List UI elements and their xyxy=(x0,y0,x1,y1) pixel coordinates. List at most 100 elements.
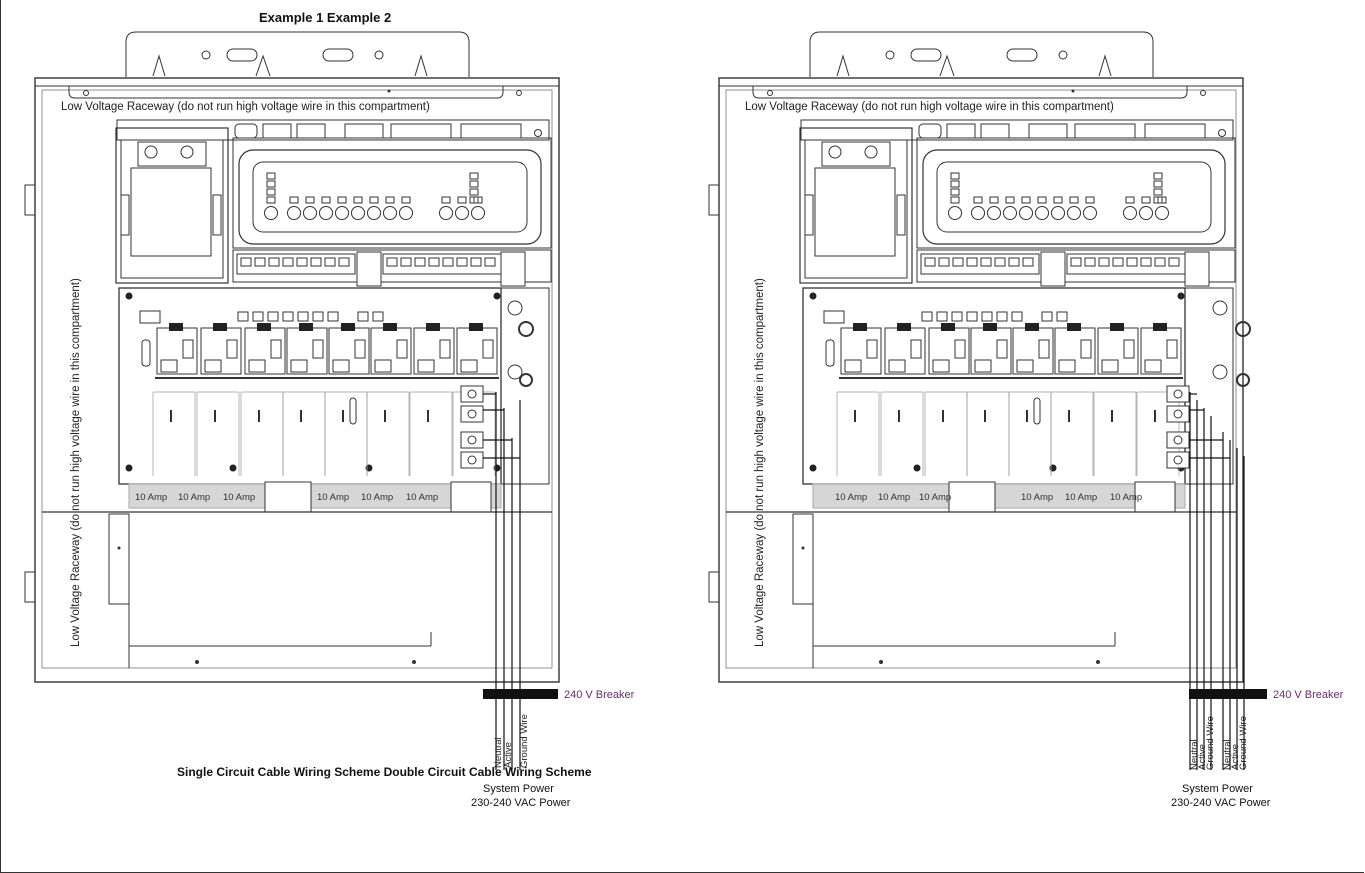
button-icon xyxy=(1035,206,1049,220)
indicator-led xyxy=(469,172,479,180)
button-icon xyxy=(1083,206,1097,220)
relay-switch xyxy=(482,339,494,359)
indicator-led xyxy=(401,196,411,204)
screw-icon xyxy=(1071,89,1075,93)
fuse-led xyxy=(921,311,933,322)
terminal-screw xyxy=(924,257,936,267)
connector-port xyxy=(1144,123,1206,139)
screw-icon xyxy=(83,90,89,96)
relay-latch xyxy=(897,323,911,331)
keyhole-2 xyxy=(255,54,271,77)
terminal-screw-icon xyxy=(1173,435,1183,445)
terminal-screw xyxy=(1168,257,1180,267)
fuse-led xyxy=(951,311,963,322)
indicator-led xyxy=(266,180,276,188)
indicator-led xyxy=(469,180,479,188)
wire-label-4: Neutral xyxy=(1222,739,1233,770)
button-icon xyxy=(399,206,413,220)
indicator-led xyxy=(321,196,331,204)
terminal-screw xyxy=(952,257,964,267)
terminal-screw-icon xyxy=(1173,409,1183,419)
relay-terminal xyxy=(932,359,950,373)
power-terminal xyxy=(460,385,484,403)
wire-label-3: Ground Wire xyxy=(1205,716,1216,770)
power-terminal xyxy=(1166,451,1190,469)
system-power-label-2: System Power xyxy=(1182,783,1253,795)
fuse-led xyxy=(1056,311,1068,322)
button-icon xyxy=(351,206,365,220)
wire-label-5: Active xyxy=(1230,744,1241,770)
terminal-icon xyxy=(180,145,194,159)
terminal-screw xyxy=(324,257,336,267)
strip-clip xyxy=(948,481,996,513)
transformer-tab xyxy=(120,194,130,236)
terminal-screw xyxy=(994,257,1006,267)
indicator-led xyxy=(1153,188,1163,196)
mount-slot xyxy=(1006,48,1038,62)
breaker-label: 240 V Breaker xyxy=(1273,689,1344,701)
button-icon xyxy=(439,206,453,220)
screw-icon xyxy=(387,89,391,93)
wire-label-6: Ground Wire xyxy=(1238,716,1249,770)
relay-switch xyxy=(1123,339,1135,359)
relay-latch xyxy=(426,323,440,331)
connector-port xyxy=(460,123,522,139)
relay-switch xyxy=(396,339,408,359)
screw-icon xyxy=(801,546,805,550)
terminal-screw xyxy=(268,257,280,267)
mount-slot xyxy=(910,48,942,62)
power-terminal xyxy=(1166,385,1190,403)
breaker-label: 240 V Breaker xyxy=(564,689,635,701)
terminal-screw xyxy=(442,257,454,267)
vac-power-label-1: 230-240 VAC Power xyxy=(471,797,571,809)
button-icon xyxy=(1003,206,1017,220)
relay-latch xyxy=(299,323,313,331)
ground-icon xyxy=(507,300,523,316)
indicator-led xyxy=(1021,196,1031,204)
ground-lug-icon xyxy=(519,373,533,387)
power-terminal xyxy=(460,451,484,469)
screw-icon xyxy=(412,660,416,664)
breaker-bar xyxy=(1189,689,1267,699)
relay-terminal xyxy=(204,359,222,373)
button-icon xyxy=(1155,206,1169,220)
terminal-screw-icon xyxy=(1173,389,1183,399)
connector-port xyxy=(234,123,258,139)
mount-slot xyxy=(322,48,354,62)
terminal-screw xyxy=(470,257,482,267)
ground-compartment xyxy=(1184,287,1234,485)
button-icon xyxy=(987,206,1001,220)
hinge-bottom xyxy=(24,571,36,603)
indicator-led xyxy=(1157,196,1167,204)
connector-port xyxy=(344,123,384,139)
screw-icon xyxy=(516,90,522,96)
board-screw-icon xyxy=(809,464,817,472)
relay-switch xyxy=(312,339,324,359)
button-icon xyxy=(303,206,317,220)
terminal-screw xyxy=(1008,257,1020,267)
indicator-led xyxy=(289,196,299,204)
relay-latch xyxy=(983,323,997,331)
top-raceway-trough xyxy=(752,86,1188,99)
relay-terminal xyxy=(248,359,266,373)
keyhole-1 xyxy=(836,54,850,77)
terminal-row xyxy=(232,249,552,283)
indicator-led xyxy=(1153,180,1163,188)
button-icon xyxy=(1051,206,1065,220)
fuse-led xyxy=(372,311,384,322)
relay-terminal xyxy=(1058,359,1076,373)
example-labels: Example 1 Example 2 xyxy=(259,10,392,25)
system-power-label-1: System Power xyxy=(483,783,554,795)
relay-board xyxy=(118,287,502,485)
transformer-housing xyxy=(115,127,229,284)
breaker-label-strip xyxy=(128,483,502,509)
terminal-clip xyxy=(500,251,526,287)
relay-terminal xyxy=(888,359,906,373)
indicator-led xyxy=(950,180,960,188)
relay-latch xyxy=(1153,323,1167,331)
mount-hole-icon xyxy=(374,50,384,60)
mounting-bracket xyxy=(809,31,1154,77)
breaker-label-3: 10 Amp xyxy=(919,492,951,503)
power-terminal xyxy=(1166,405,1190,423)
controller-frame xyxy=(916,137,1236,249)
